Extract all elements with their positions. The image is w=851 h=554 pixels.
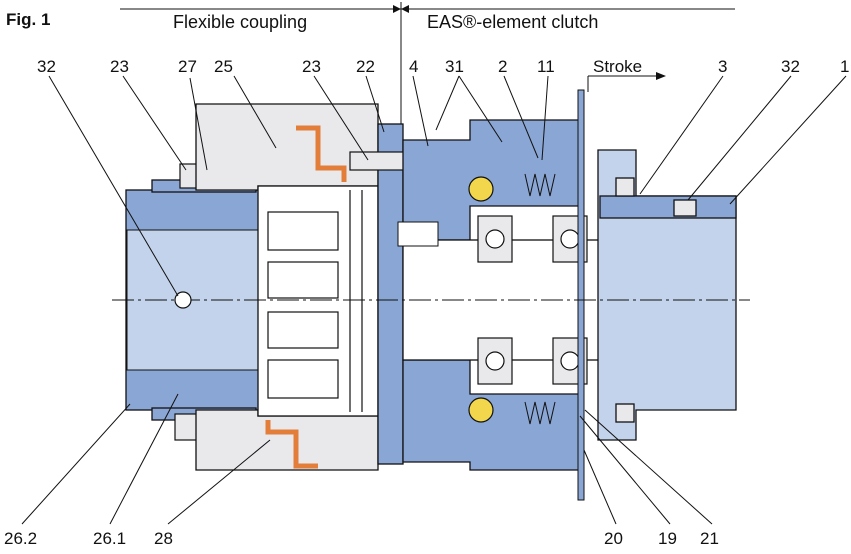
arrow-left-head [393,5,401,13]
leader-lines-top [48,75,847,297]
spring-11-top [524,173,556,197]
arrow-right-head [401,5,409,13]
spring-11-bottom [524,401,556,425]
callout-28: 28 [154,529,173,548]
leader-lines-bottom [21,393,713,525]
section-label-flexible-coupling: Flexible coupling [173,12,307,32]
adjustment-plate-20 [577,89,585,501]
output-hub-1 [597,149,737,441]
detent-ball-top [468,176,494,202]
callout-32-left: 32 [37,57,56,76]
callout-23-right: 23 [302,57,321,76]
set-screw-32-left [174,291,192,309]
callout-1: 1 [840,57,849,76]
detent-ball-bottom [468,397,494,423]
callout-23-left: 23 [110,57,129,76]
bearing-upper [477,215,588,263]
flange-22 [377,123,404,465]
callout-4: 4 [409,57,418,76]
callout-26-2: 26.2 [4,529,37,548]
callout-21: 21 [700,529,719,548]
callout-3: 3 [718,57,727,76]
callouts-bottom: 26.2 26.1 28 20 19 21 [4,529,719,548]
elastomer-insert-28 [265,420,318,469]
callout-22: 22 [356,57,375,76]
elastomer-insert-top [296,125,347,182]
callout-26-1: 26.1 [93,529,126,548]
section-label-eas-clutch: EAS®-element clutch [427,12,598,32]
figure-label: Fig. 1 [6,10,50,29]
callout-20: 20 [604,529,623,548]
callout-27: 27 [178,57,197,76]
callout-25: 25 [214,57,233,76]
callout-31: 31 [445,57,464,76]
callout-11: 11 [537,57,555,76]
stroke-arrow-head [656,72,666,80]
stroke-label: Stroke [593,57,642,76]
callout-32-right: 32 [781,57,800,76]
callouts-top: 32 23 27 25 23 22 4 31 2 11 3 32 1 [37,57,849,76]
callout-19: 19 [658,529,677,548]
elastomer-fingers [267,190,363,412]
clutch-hub-4 [397,119,604,471]
callout-2: 2 [498,57,507,76]
